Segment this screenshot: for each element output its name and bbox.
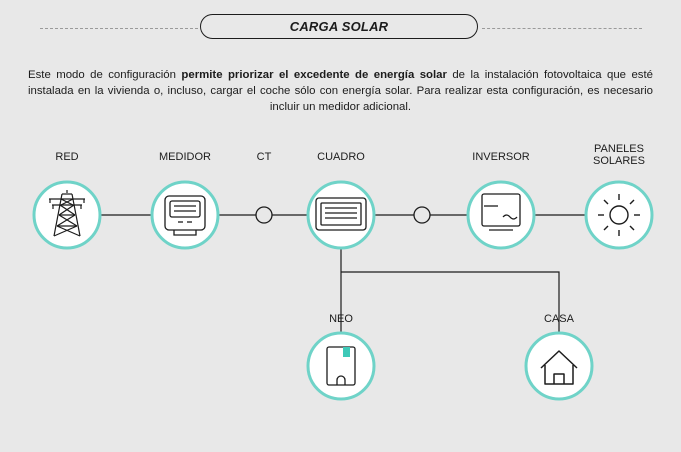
header-divider-left [40,28,198,29]
node-inversor [466,180,536,250]
node-medidor [150,180,220,250]
header-divider-right [482,28,642,29]
ct-sensor-icon [255,206,273,224]
power-tower-icon [49,190,85,237]
line-cuadro-casa [341,271,560,333]
node-casa [524,331,594,401]
label-ct: CT [256,151,272,163]
label-red: RED [55,151,79,163]
node-red [32,180,102,250]
description: Este modo de configuración permite prior… [28,67,653,115]
label-inversor: INVERSOR [472,151,530,163]
description-text-1: Este modo de configuración [28,69,182,82]
meter-icon [164,195,206,236]
page-title-text: CARGA SOLAR [289,19,389,34]
label-paneles-line2: SOLARES [593,155,645,167]
page-title: CARGA SOLAR [200,14,478,39]
node-neo [306,331,376,401]
node-cuadro [306,180,376,250]
label-medidor: MEDIDOR [159,151,211,163]
label-paneles: PANELES SOLARES [593,143,645,167]
label-paneles-line1: PANELES [594,143,644,155]
description-text-2: de la instalación fotovoltaica que esté … [28,69,653,114]
inverter-icon [481,193,521,231]
sun-icon [598,194,640,236]
electrical-panel-icon [315,197,367,231]
ct-sensor-icon-2 [413,206,431,224]
house-icon [540,350,578,385]
description-highlight: permite priorizar el excedente de energí… [181,69,447,82]
connectors [101,214,585,333]
node-paneles [584,180,654,250]
charger-icon [326,346,356,386]
label-cuadro: CUADRO [317,151,365,163]
